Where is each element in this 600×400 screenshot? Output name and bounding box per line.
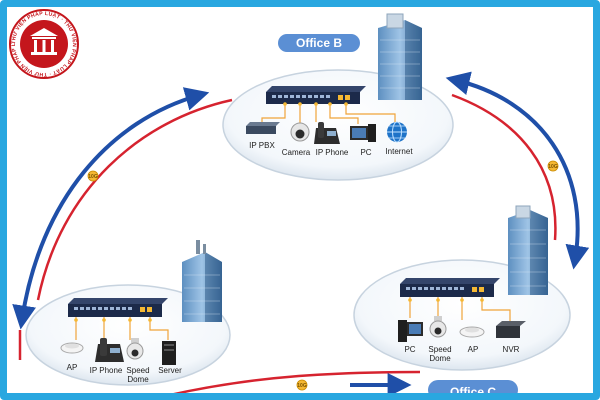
internet-globe-icon xyxy=(387,121,407,143)
office-b: Office B xyxy=(222,13,454,181)
office-c: PC Speed Dome AP NVR Office C xyxy=(353,205,571,400)
pc-icon xyxy=(398,320,423,342)
device-label: Speed xyxy=(428,345,451,354)
device-label: NVR xyxy=(503,345,520,354)
device-label: Speed xyxy=(126,366,149,375)
speed-dome-camera-icon xyxy=(429,316,447,338)
office-a-building-icon xyxy=(182,240,222,322)
nvr-icon xyxy=(496,321,526,338)
blue-arrow-left xyxy=(12,87,210,330)
device-label: IP Phone xyxy=(90,366,123,375)
link-badge-ca: 10G xyxy=(296,379,308,391)
office-b-switch-icon xyxy=(266,86,366,104)
office-b-title: Office B xyxy=(296,36,342,50)
svg-text:10G: 10G xyxy=(297,383,307,389)
office-b-title-badge: Office B xyxy=(278,34,360,52)
office-c-title-badge: Office C xyxy=(428,380,518,400)
red-link-a-c xyxy=(169,370,421,397)
device-label: Dome xyxy=(429,354,451,363)
svg-text:10G: 10G xyxy=(88,174,98,180)
device-label: PC xyxy=(360,148,371,157)
device-label: Camera xyxy=(282,148,311,157)
device-label: Server xyxy=(158,366,182,375)
office-b-building-icon xyxy=(378,13,422,100)
office-c-switch-icon xyxy=(400,278,500,297)
office-c-building-icon xyxy=(508,205,548,295)
speed-dome-camera-icon xyxy=(126,338,144,360)
access-point-icon xyxy=(459,326,485,338)
device-label: AP xyxy=(67,363,78,372)
direction-arrows xyxy=(12,71,590,397)
device-label: AP xyxy=(468,345,479,354)
blue-arrow-right xyxy=(445,71,590,270)
device-label: Internet xyxy=(385,147,413,156)
camera-icon xyxy=(290,122,310,142)
ip-pbx-icon xyxy=(246,122,280,134)
access-point-icon xyxy=(60,342,84,354)
ip-phone-icon xyxy=(95,338,124,362)
ip-phone-icon xyxy=(314,122,340,144)
device-label: Dome xyxy=(127,375,149,384)
device-label: IP PBX xyxy=(249,141,275,150)
office-a-switch-icon xyxy=(68,298,168,317)
device-label: IP Phone xyxy=(316,148,349,157)
pc-icon xyxy=(350,124,376,142)
office-c-title: Office C xyxy=(450,385,496,399)
device-label: PC xyxy=(404,345,415,354)
link-badge-bc: 10G xyxy=(547,160,559,172)
server-icon xyxy=(162,341,176,365)
link-badge-ab: 10G xyxy=(87,170,99,182)
svg-text:10G: 10G xyxy=(548,164,558,170)
office-a: AP IP Phone Speed Dome Server xyxy=(25,240,231,386)
library-logo-seal: THƯ VIỆN PHÁP LUẬT · THƯ VIỆN PHÁP LUẬT … xyxy=(0,0,79,79)
